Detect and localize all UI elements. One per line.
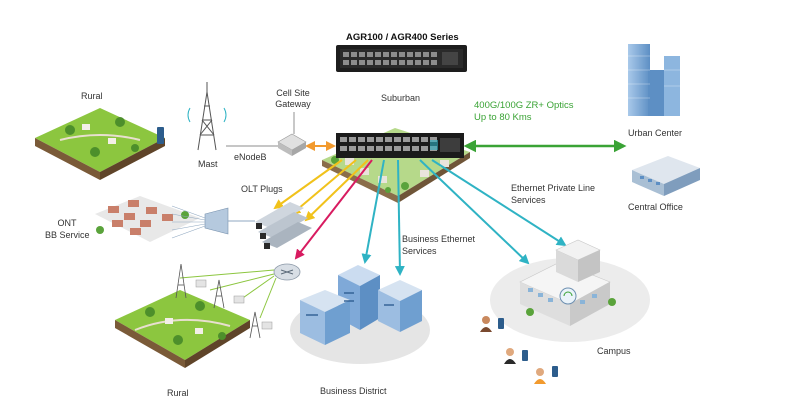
business-district-area xyxy=(290,265,430,364)
label-urban-center: Urban Center xyxy=(628,128,683,138)
campus-area xyxy=(490,239,650,342)
link-campus-1 xyxy=(431,159,567,247)
rural-router-device xyxy=(179,263,301,319)
label-business-district: Business District xyxy=(320,386,387,396)
ont-housing-island xyxy=(95,196,200,242)
links xyxy=(273,139,627,276)
agr-router-hub xyxy=(336,133,464,158)
label-rural-top: Rural xyxy=(81,91,103,101)
label-be-2: Services xyxy=(402,246,437,256)
label-olt-plugs: OLT Plugs xyxy=(241,184,283,194)
optical-splitter xyxy=(171,205,255,239)
label-ont-2: BB Service xyxy=(45,230,90,240)
label-mast: Mast xyxy=(198,159,218,169)
rural-small-boxes xyxy=(195,279,273,330)
cell-site-gateway-device xyxy=(277,112,307,156)
label-campus: Campus xyxy=(597,346,631,356)
campus-users xyxy=(480,316,558,384)
olt-plugs-device xyxy=(255,202,312,249)
link-olt-1 xyxy=(273,159,343,210)
label-be-1: Business Ethernet xyxy=(402,234,476,244)
series-title: AGR100 / AGR400 Series xyxy=(346,32,459,43)
link-olt-3 xyxy=(304,159,369,222)
link-campus-2 xyxy=(419,159,530,265)
rural-top-island xyxy=(35,108,165,180)
label-cell-site-1: Cell Site xyxy=(276,88,310,98)
urban-center-buildings xyxy=(628,44,680,116)
label-rural-bottom: Rural xyxy=(167,388,189,398)
mast-tower xyxy=(187,82,227,151)
link-rural-router xyxy=(294,159,373,260)
optics-line-2: Up to 80 Kms xyxy=(474,112,532,123)
optics-line-1: 400G/100G ZR+ Optics xyxy=(474,100,574,111)
rural-small-towers xyxy=(175,263,261,339)
label-epl-2: Services xyxy=(511,195,546,205)
label-ont-1: ONT xyxy=(57,218,77,228)
link-olt-2 xyxy=(290,159,357,216)
label-suburban: Suburban xyxy=(381,93,421,103)
label-central-office: Central Office xyxy=(628,202,683,212)
central-office-building xyxy=(632,156,700,196)
agr-router-top xyxy=(336,45,467,72)
label-cell-site-2: Gateway xyxy=(275,99,311,109)
rural-bottom-island xyxy=(115,290,250,368)
label-epl-1: Ethernet Private Line xyxy=(511,183,596,193)
link-business-2 xyxy=(394,159,405,276)
link-business-1 xyxy=(361,159,385,264)
label-enodeb: eNodeB xyxy=(234,152,267,162)
